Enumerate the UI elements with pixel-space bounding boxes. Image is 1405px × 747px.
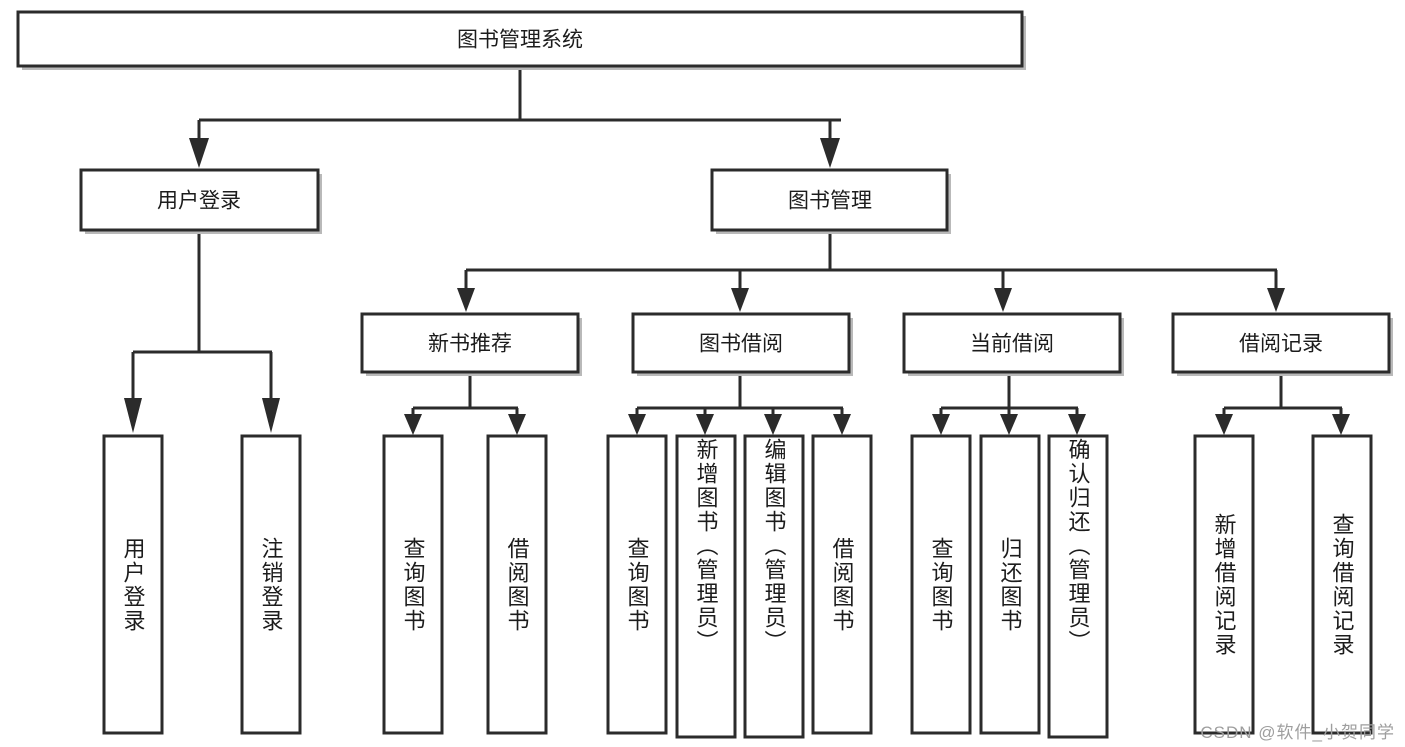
borrow-records-label: 借阅记录: [1239, 333, 1323, 356]
connector-group-borrow-records: [1215, 375, 1350, 435]
current-borrow-label: 当前借阅: [970, 333, 1054, 356]
arrowhead-current-leaf-1: [932, 414, 950, 435]
book-borrow-box[interactable]: [631, 312, 851, 374]
node-current-borrow[interactable]: 当前借阅: [902, 312, 1124, 376]
arrowhead-borrow-leaf-1: [628, 414, 646, 435]
arrowhead-user-leaf-1: [124, 398, 142, 433]
new-book-box[interactable]: [360, 312, 580, 374]
root-label: 图书管理系统: [457, 29, 583, 52]
leaf-box-query-book-a[interactable]: [382, 434, 444, 735]
arrowhead-borrow-leaf-3: [764, 414, 782, 435]
node-user-login[interactable]: 用户登录: [79, 168, 322, 234]
node-leaf-user-login-2[interactable]: [240, 434, 302, 735]
connector-group-book-manage: [457, 233, 1285, 312]
node-book-borrow[interactable]: 图书借阅: [631, 312, 853, 376]
node-leaf-current-2[interactable]: [979, 434, 1041, 735]
node-leaf-borrow-4[interactable]: [811, 434, 873, 735]
book-manage-label: 图书管理: [788, 190, 872, 213]
node-book-manage[interactable]: 图书管理: [710, 168, 951, 234]
arrowhead-to-book-borrow: [731, 288, 749, 312]
node-leaf-current-1[interactable]: [910, 434, 972, 735]
arrowhead-to-borrow-records: [1267, 288, 1285, 312]
arrowhead-to-book-manage: [820, 138, 840, 168]
leaf-box-add-book-admin[interactable]: [675, 434, 737, 739]
node-leaf-borrow-1[interactable]: [606, 434, 668, 735]
leaf-box-query-book-b[interactable]: [606, 434, 668, 735]
connector-group-current-borrow: [932, 375, 1086, 435]
leaf-box-user-login[interactable]: [102, 434, 164, 735]
leaf-box-user-logout[interactable]: [240, 434, 302, 735]
node-leaf-borrow-3[interactable]: [743, 434, 805, 739]
node-leaf-newbook-2[interactable]: [486, 434, 548, 735]
leaf-box-query-borrow-record[interactable]: [1311, 434, 1373, 735]
user-login-box[interactable]: [79, 168, 320, 232]
connector-group-user-login: [124, 233, 280, 433]
node-new-book-recommend[interactable]: 新书推荐: [360, 312, 582, 376]
node-leaf-newbook-1[interactable]: [382, 434, 444, 735]
arrowhead-current-leaf-3: [1068, 414, 1086, 435]
borrow-records-box[interactable]: [1171, 312, 1391, 374]
arrowhead-to-user-login: [189, 138, 209, 168]
user-login-label: 用户登录: [157, 190, 241, 213]
leaf-box-query-book-c[interactable]: [910, 434, 972, 735]
watermark-text: CSDN @软件_小贺同学: [1200, 723, 1395, 742]
node-leaf-current-3[interactable]: [1047, 434, 1109, 739]
connector-group-new-book: [404, 375, 526, 435]
connector-group-book-borrow: [628, 375, 851, 435]
node-borrow-records[interactable]: 借阅记录: [1171, 312, 1393, 376]
node-leaf-user-login-1[interactable]: [102, 434, 164, 735]
root-box[interactable]: [16, 10, 1024, 68]
leaf-box-borrow-book-b[interactable]: [811, 434, 873, 735]
leaf-box-add-borrow-record[interactable]: [1193, 434, 1255, 735]
node-leaf-borrow-2[interactable]: [675, 434, 737, 739]
node-leaf-records-2[interactable]: [1311, 434, 1373, 735]
leaf-box-confirm-return-admin[interactable]: [1047, 434, 1109, 739]
arrowhead-records-leaf-2: [1332, 414, 1350, 435]
node-root[interactable]: 图书管理系统: [16, 10, 1026, 70]
arrowhead-borrow-leaf-2: [696, 414, 714, 435]
arrowhead-to-new-book: [457, 288, 475, 312]
connector-group-root: [189, 67, 841, 168]
arrowhead-current-leaf-2: [1000, 414, 1018, 435]
arrowhead-records-leaf-1: [1215, 414, 1233, 435]
leaf-box-return-book[interactable]: [979, 434, 1041, 735]
arrowhead-user-leaf-2: [262, 398, 280, 433]
leaf-box-edit-book-admin[interactable]: [743, 434, 805, 739]
arrowhead-newbook-leaf-2: [508, 414, 526, 435]
current-borrow-box[interactable]: [902, 312, 1122, 374]
leaf-box-borrow-book-a[interactable]: [486, 434, 548, 735]
book-borrow-label: 图书借阅: [699, 333, 783, 356]
arrowhead-newbook-leaf-1: [404, 414, 422, 435]
arrowhead-borrow-leaf-4: [833, 414, 851, 435]
node-leaf-records-1[interactable]: [1193, 434, 1255, 735]
new-book-label: 新书推荐: [428, 333, 512, 356]
book-manage-box[interactable]: [710, 168, 949, 232]
arrowhead-to-current-borrow: [994, 288, 1012, 312]
